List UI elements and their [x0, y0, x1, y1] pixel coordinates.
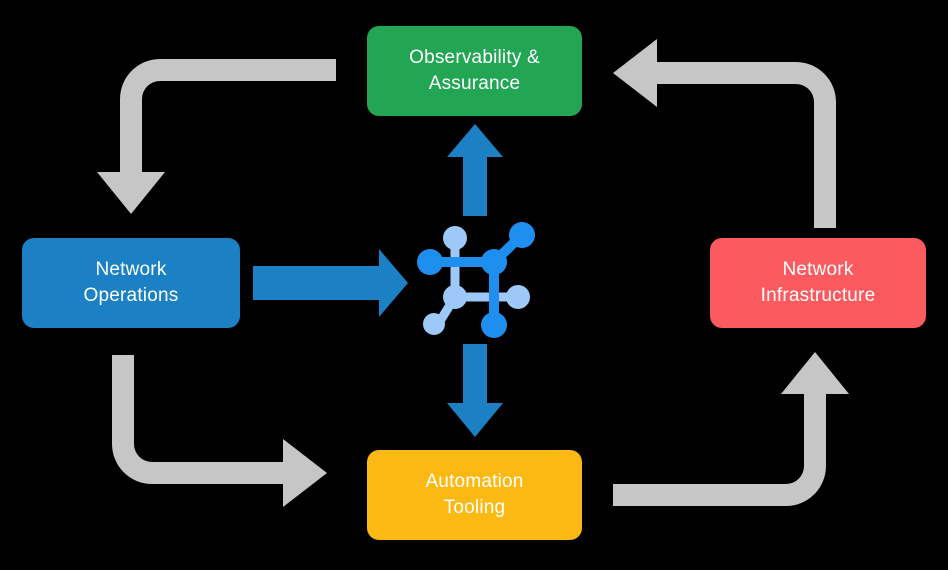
node-box-observability[interactable]: Observability & Assurance	[367, 26, 582, 116]
graph-nodes-light	[423, 226, 530, 335]
connector-center-to-automation	[447, 344, 503, 437]
connector-ops-to-center	[253, 249, 408, 317]
connector-center-to-observability	[447, 124, 503, 216]
connector-infrastructure-to-observability	[613, 39, 836, 228]
node-label-observability: Observability & Assurance	[409, 47, 540, 94]
connector-observability-to-ops	[97, 59, 336, 214]
node-box-automation-tooling[interactable]: Automation Tooling	[367, 450, 582, 540]
node-label-network-operations: Network Operations	[83, 259, 179, 306]
connector-automation-to-infrastructure	[613, 352, 849, 506]
node-label-network-infrastructure: Network Infrastructure	[760, 259, 876, 306]
node-label-automation-tooling: Automation Tooling	[425, 471, 524, 518]
graph-nodes-dark	[417, 222, 535, 338]
node-box-network-operations[interactable]: Network Operations	[22, 238, 240, 328]
node-box-network-infrastructure[interactable]: Network Infrastructure	[710, 238, 926, 328]
connector-ops-to-automation	[112, 355, 327, 507]
